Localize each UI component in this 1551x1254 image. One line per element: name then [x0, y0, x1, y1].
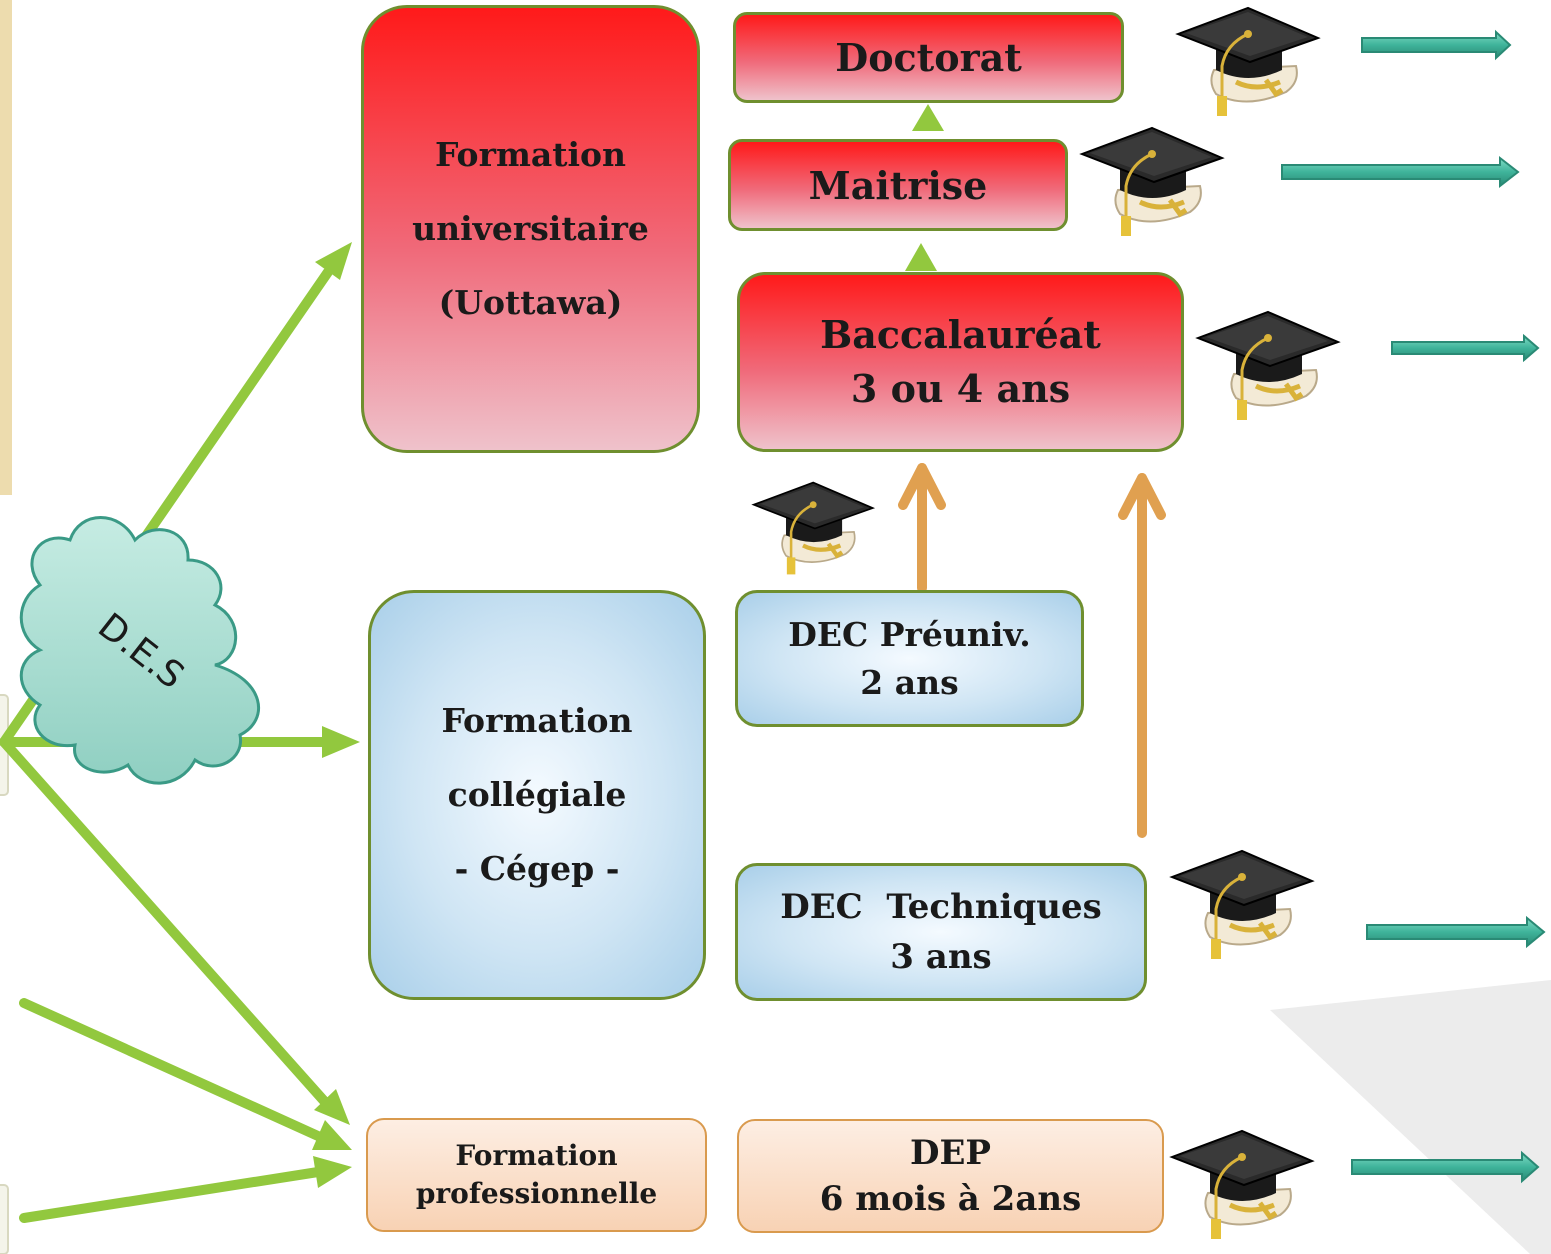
right-arrow-icon-baccalaureat — [1391, 333, 1540, 363]
graduation-cap-icon-maitrise — [1082, 128, 1222, 236]
dec-preuniv-line2: 2 ans — [860, 662, 959, 702]
dec-preuniv-box: DEC Préuniv. 2 ans — [735, 590, 1084, 727]
arrow-head-techniques — [1118, 473, 1166, 520]
arrow-head-college — [322, 726, 360, 758]
college-line3: - Cégep - — [454, 849, 620, 888]
maitrise-label: Maitrise — [808, 162, 988, 208]
professional-line2: professionnelle — [415, 1177, 658, 1210]
university-line3: (Uottawa) — [438, 283, 623, 322]
arrow-to-professional-3 — [19, 1167, 323, 1223]
decorative-wedge — [1270, 980, 1551, 1254]
university-line1: Formation — [434, 135, 627, 174]
dec-techniques-box: DEC Techniques 3 ans — [735, 863, 1147, 1001]
right-arrow-icon-doctorat — [1361, 29, 1512, 61]
university-line2: universitaire — [412, 209, 649, 248]
right-arrow-icon-dec-techniques — [1366, 915, 1546, 949]
arrow-head-professional-2 — [312, 1120, 352, 1150]
orange-arrows — [898, 463, 1166, 838]
right-arrow-icon-dep — [1351, 1150, 1540, 1184]
up-triangle-bac-to-mai — [905, 243, 937, 271]
baccalaureat-box: Baccalauréat 3 ou 4 ans — [737, 272, 1184, 452]
arrow-head-university — [315, 242, 352, 280]
professional-line1: Formation — [455, 1139, 618, 1172]
dep-line1: DEP — [910, 1133, 991, 1173]
college-line1: Formation — [441, 701, 633, 740]
arrow-to-professional-1 — [0, 737, 330, 1107]
doctorat-box: Doctorat — [733, 12, 1124, 103]
dec-techniques-line1: DEC Techniques — [780, 887, 1102, 927]
dep-box: DEP 6 mois à 2ans — [737, 1119, 1164, 1233]
doctorat-label: Doctorat — [835, 35, 1022, 80]
dep-line2: 6 mois à 2ans — [819, 1179, 1082, 1219]
up-triangle-mai-to-doc — [912, 104, 944, 131]
graduation-cap-icon-preuniv — [754, 483, 873, 575]
baccalaureat-line2: 3 ou 4 ans — [850, 366, 1071, 411]
arrow-head-professional-3 — [313, 1156, 352, 1188]
right-arrow-icon-maitrise — [1281, 155, 1520, 189]
baccalaureat-line1: Baccalauréat — [820, 312, 1101, 357]
graduation-cap-icon-dep — [1172, 1131, 1312, 1239]
college-line2: collégiale — [447, 775, 627, 814]
dec-preuniv-line1: DEC Préuniv. — [788, 614, 1031, 654]
parchment-edge — [0, 0, 12, 495]
university-training-box: Formation universitaire (Uottawa) — [361, 5, 700, 453]
graduation-cap-icon-dec-techniques — [1172, 851, 1312, 959]
college-training-box: Formation collégiale - Cégep - — [368, 590, 706, 1000]
graduation-cap-icon-doctorat — [1178, 8, 1318, 116]
professional-training-box: Formation professionnelle — [366, 1118, 707, 1232]
left-edge-tab-bottom — [0, 1184, 9, 1254]
dec-techniques-line2: 3 ans — [890, 937, 992, 977]
teal-arrows — [1281, 29, 1546, 1184]
graduation-cap-icon-baccalaureat — [1198, 312, 1338, 420]
des-cloud — [19, 516, 261, 785]
maitrise-box: Maitrise — [728, 139, 1068, 231]
arrow-head-professional-1 — [314, 1089, 350, 1125]
arrow-head-preuniv — [898, 463, 946, 510]
arrow-to-professional-2 — [19, 998, 323, 1141]
